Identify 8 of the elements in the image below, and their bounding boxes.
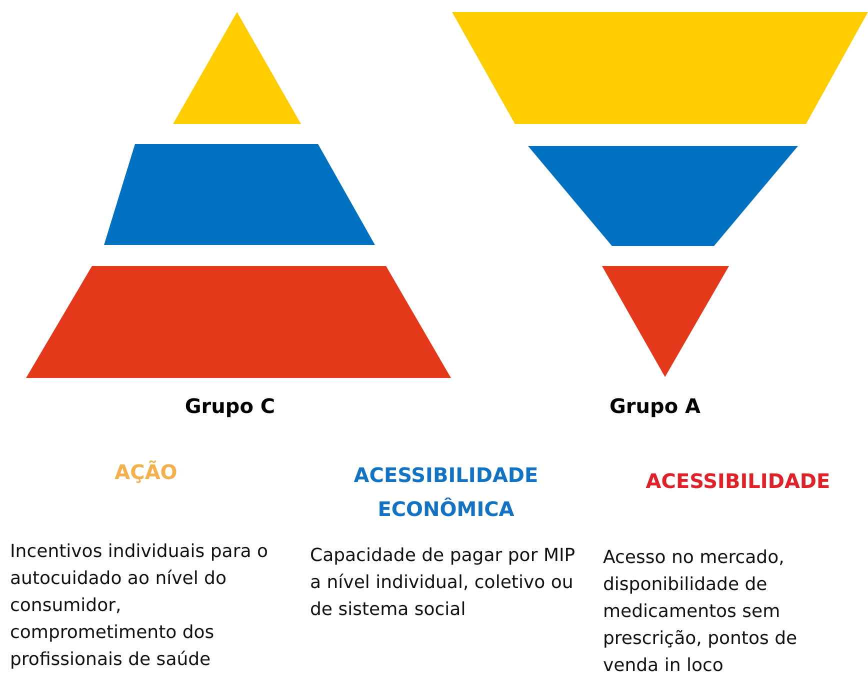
description-text: Incentivos individuais para o autocuidado ao nível do consumidor, comprometimento dos profissionais de saúde <box>10 540 269 672</box>
group-label: Grupo A <box>608 394 702 418</box>
section-heading: AÇÃO <box>114 460 178 484</box>
description-text: Capacidade de pagar por MIP a nível individual, coletivo ou de sistema social <box>310 544 576 622</box>
section-heading: ACESSIBILIDADE <box>644 469 832 493</box>
section-heading: ACESSIBILIDADE ECONÔMICA <box>352 462 540 523</box>
group-label: Grupo C <box>184 394 276 418</box>
description-text: Acesso no mercado, disponibilidade de medicamentos sem prescrição, pontos de venda in loco <box>603 546 798 678</box>
